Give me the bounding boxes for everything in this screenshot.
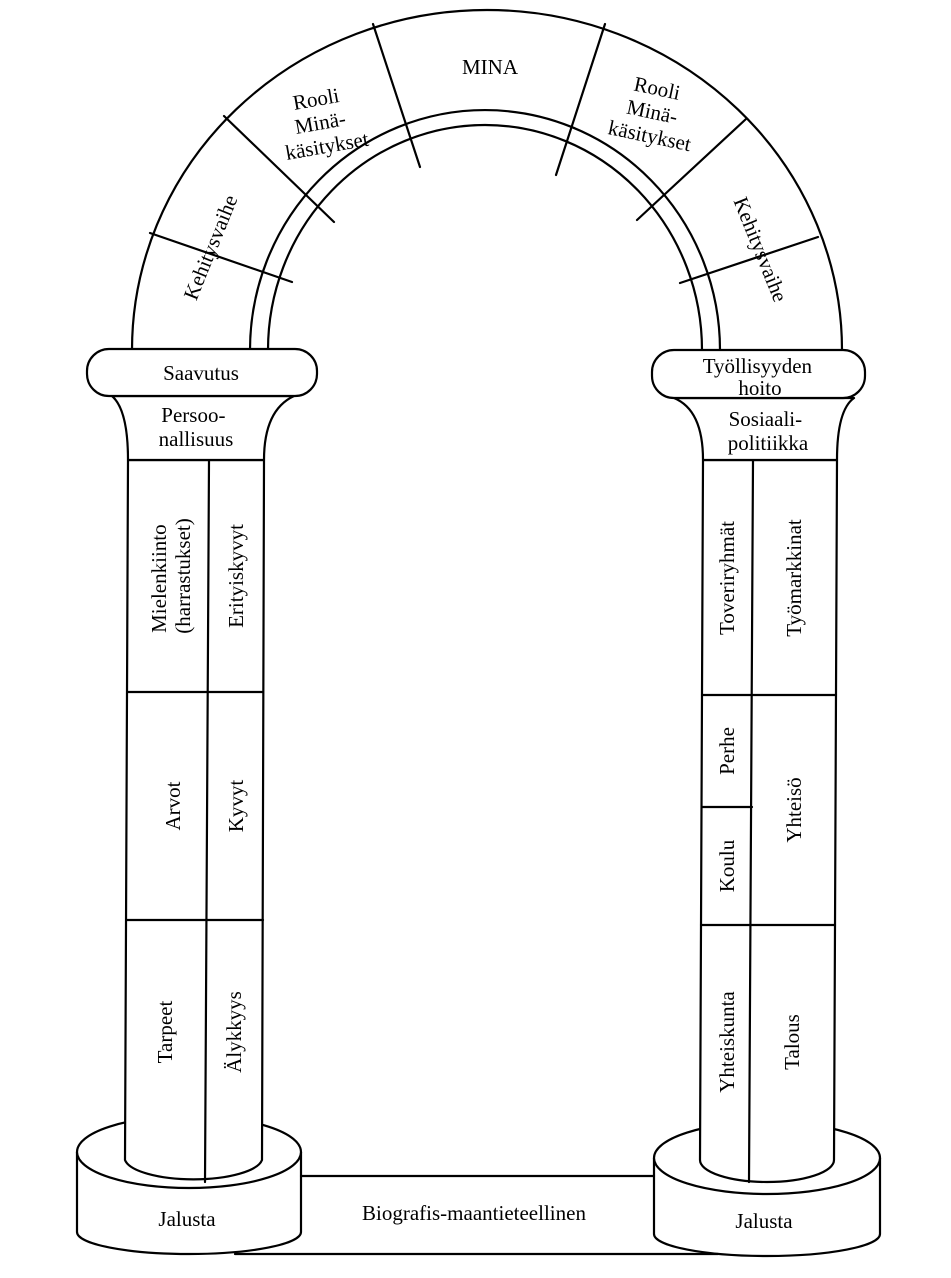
arch-outer-edge: [130, 8, 844, 352]
right-shaft-divider: [747, 458, 755, 1184]
left-pillar: Saavutus Persoo- nallisuus Mielenkiinto …: [75, 347, 319, 1256]
left-col3-label: Arvot: [161, 781, 185, 830]
left-col1-label: Mielenkiinto (harrastukset): [147, 518, 195, 633]
left-col2-label: Erityiskyvyt: [224, 524, 248, 628]
arch-middle-edge: [248, 108, 722, 352]
right-capital-label: Työllisyyden hoito: [703, 354, 818, 400]
arch-divider: [222, 114, 336, 224]
arch-right-upper-label: Rooli Minä- käsitykset: [606, 68, 703, 156]
right-col4-label: Koulu: [715, 839, 739, 892]
right-col6-label: Yhteiskunta: [715, 991, 739, 1093]
right-neck-label: Sosiaali- politiikka: [728, 407, 809, 455]
left-capital: [85, 347, 319, 398]
right-col5-label: Yhteisö: [782, 777, 806, 842]
arch-left-upper-label: Rooli Minä- käsitykset: [275, 79, 370, 165]
arch: MINA Rooli Minä- käsitykset Rooli Minä- …: [130, 8, 844, 352]
left-neck-label: Persoo- nallisuus: [159, 403, 234, 451]
left-col5-label: Tarpeet: [153, 1001, 177, 1064]
right-pillar: Työllisyyden hoito Sosiaali- politiikka …: [650, 348, 882, 1258]
arch-divider: [148, 231, 294, 284]
floor-label: Biografis-maantieteellinen: [362, 1201, 586, 1225]
right-col1-label: Toveriryhmät: [715, 521, 739, 635]
arch-divider: [635, 117, 748, 222]
right-base-label: Jalusta: [735, 1209, 793, 1233]
right-col3-label: Perhe: [715, 727, 739, 775]
floor-connector: Biografis-maantieteellinen: [233, 1174, 720, 1256]
arch-inner-edge: [266, 123, 704, 352]
right-col7-label: Talous: [780, 1014, 804, 1070]
left-capital-label: Saavutus: [163, 361, 239, 385]
left-col4-label: Kyvyt: [224, 780, 248, 833]
right-capital: [650, 348, 867, 400]
arch-left-lower-label: Kehitysvaihe: [179, 192, 243, 304]
left-shaft-divider: [203, 458, 211, 1184]
right-col2-label: Työmarkkinat: [782, 519, 806, 637]
left-shaft: [123, 458, 266, 1181]
arch-divider: [554, 22, 607, 177]
left-neck: [110, 394, 296, 462]
left-base-label: Jalusta: [158, 1207, 216, 1231]
right-neck: [672, 396, 856, 462]
left-col6-label: Älykkyys: [222, 991, 246, 1073]
arch-top-label: MINA: [462, 55, 519, 79]
arch-divider: [371, 22, 422, 169]
right-shaft: [698, 458, 839, 1184]
arch-divider: [678, 235, 820, 285]
